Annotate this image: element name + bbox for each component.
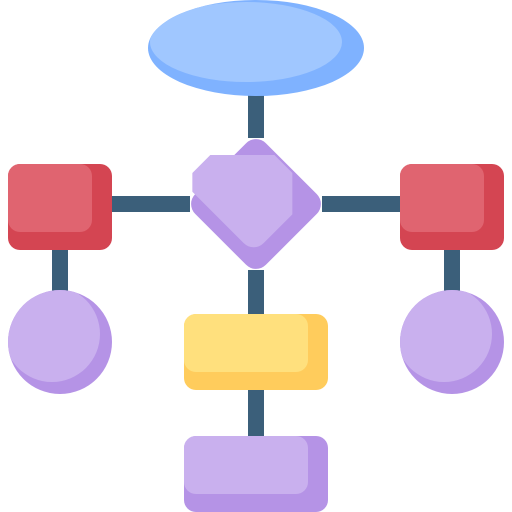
connectors [52,94,460,438]
connector-top [248,94,264,138]
connector-right [322,196,406,212]
end-box [184,436,328,512]
start-ellipse [148,0,364,96]
connector-circle-right [400,290,504,394]
decision-diamond [191,139,321,269]
process-box-yellow [184,314,328,390]
connector-left [106,196,190,212]
connector-center-down [248,270,264,318]
connector-bottom [248,386,264,438]
connector-circle-left [8,290,112,394]
connector-left-down [52,246,68,294]
process-box-right [400,164,504,250]
connector-right-down [444,246,460,294]
process-box-left [8,164,112,250]
